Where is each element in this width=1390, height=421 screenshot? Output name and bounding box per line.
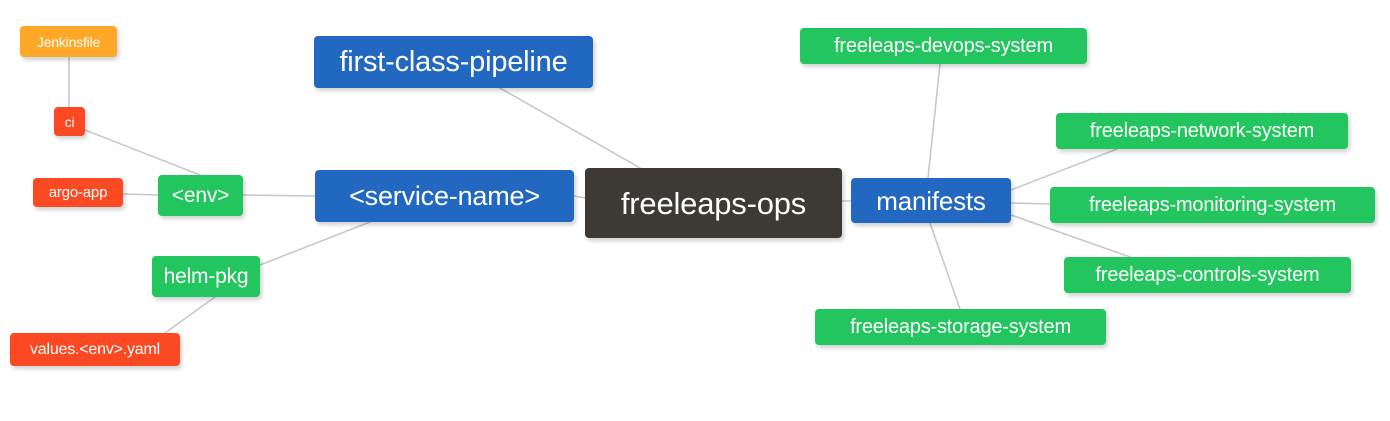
edge-pipeline-ops — [499, 87, 641, 169]
node-freeleaps-ops[interactable]: freeleaps-ops — [585, 168, 842, 238]
node-freeleaps-storage-system[interactable]: freeleaps-storage-system — [815, 309, 1106, 345]
edge-values-helmpkg — [164, 296, 216, 334]
node-label-helm-pkg: helm-pkg — [163, 265, 249, 288]
node-jenkinsfile[interactable]: Jenkinsfile — [20, 26, 117, 57]
node-freeleaps-devops-system[interactable]: freeleaps-devops-system — [800, 28, 1087, 64]
edge-servicename-ops — [573, 195, 586, 199]
edge-manifests-monitoring — [1010, 202, 1051, 205]
node-label-manifests: manifests — [876, 185, 986, 216]
edge-manifests-network — [1010, 148, 1118, 191]
edge-manifests-storage — [929, 222, 961, 310]
node-label-freeleaps-controls-system: freeleaps-controls-system — [1095, 264, 1320, 286]
node-label-argo-app: argo-app — [48, 184, 108, 201]
edge-argoapp-env — [122, 193, 159, 196]
node-service-name[interactable]: <service-name> — [315, 170, 574, 222]
node-label-freeleaps-storage-system: freeleaps-storage-system — [850, 316, 1071, 338]
node-label-freeleaps-ops: freeleaps-ops — [620, 185, 807, 221]
node-label-first-class-pipeline: first-class-pipeline — [339, 45, 568, 78]
node-values-env-yaml[interactable]: values.<env>.yaml — [10, 333, 180, 366]
node-label-freeleaps-network-system: freeleaps-network-system — [1089, 120, 1315, 142]
node-label-jenkinsfile: Jenkinsfile — [36, 33, 101, 50]
edge-helmpkg-servicename — [259, 221, 371, 266]
edge-manifests-devops — [927, 63, 941, 179]
node-freeleaps-controls-system[interactable]: freeleaps-controls-system — [1064, 257, 1351, 293]
node-label-freeleaps-monitoring-system: freeleaps-monitoring-system — [1089, 194, 1336, 216]
node-helm-pkg[interactable]: helm-pkg — [152, 256, 260, 297]
node-ci[interactable]: ci — [54, 107, 85, 136]
node-label-env: <env> — [171, 184, 230, 207]
node-first-class-pipeline[interactable]: first-class-pipeline — [314, 36, 593, 88]
node-argo-app[interactable]: argo-app — [33, 178, 123, 207]
node-label-ci: ci — [64, 113, 75, 130]
edge-ci-env — [84, 129, 201, 176]
node-label-service-name: <service-name> — [349, 180, 540, 211]
edge-env-servicename — [242, 194, 316, 197]
node-label-values-env-yaml: values.<env>.yaml — [29, 340, 160, 358]
node-label-freeleaps-devops-system: freeleaps-devops-system — [834, 35, 1053, 57]
node-manifests[interactable]: manifests — [851, 178, 1011, 223]
node-env[interactable]: <env> — [158, 175, 243, 216]
node-freeleaps-network-system[interactable]: freeleaps-network-system — [1056, 113, 1348, 149]
node-freeleaps-monitoring-system[interactable]: freeleaps-monitoring-system — [1050, 187, 1375, 223]
